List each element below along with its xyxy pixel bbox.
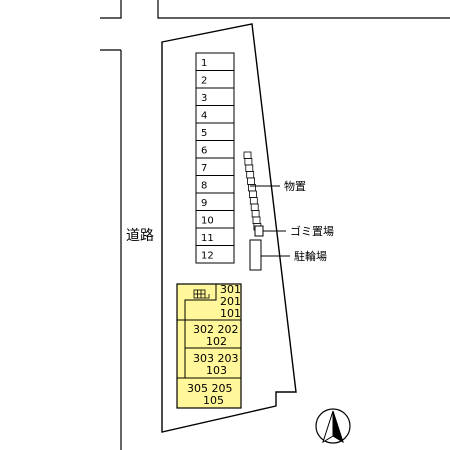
side-road xyxy=(100,49,122,450)
unit-number: 302 202 xyxy=(193,323,239,336)
parking-slot-number: 7 xyxy=(201,163,207,174)
parking-slot-number: 2 xyxy=(201,76,207,87)
parking-slot-number: 5 xyxy=(201,128,207,139)
storage-unit xyxy=(243,151,252,159)
parking-slot-number: 9 xyxy=(201,198,207,209)
storage-unit xyxy=(249,197,258,205)
parking-slot: 7 xyxy=(195,157,235,176)
storage-unit xyxy=(246,171,255,179)
parking-slot: 8 xyxy=(195,175,235,194)
storage-strip xyxy=(243,151,262,231)
unit-number: 105 xyxy=(203,394,224,407)
building-footprint xyxy=(176,283,242,409)
parking-slot-number: 1 xyxy=(201,58,207,69)
unit-number: 102 xyxy=(206,335,227,348)
top-road xyxy=(100,0,450,19)
storage-unit xyxy=(244,158,253,166)
unit-number: 305 205 xyxy=(187,382,233,395)
parking-slot: 3 xyxy=(195,87,235,106)
storage-unit xyxy=(247,177,256,185)
unit-number: 201 xyxy=(220,295,241,308)
parking-slot-number: 3 xyxy=(201,93,207,104)
parking-slot: 5 xyxy=(195,122,235,141)
building-shell-top xyxy=(177,284,217,321)
garbage-label: ゴミ置場 xyxy=(290,224,334,238)
storage-unit xyxy=(252,216,261,224)
parking-slot: 12 xyxy=(195,245,235,264)
storage-unit xyxy=(248,184,256,192)
road-label: 道路 xyxy=(126,228,154,244)
parking-slot: 10 xyxy=(195,210,235,229)
north-arrow-icon xyxy=(315,408,351,444)
parking-slot: 2 xyxy=(195,70,235,89)
parking-slot: 11 xyxy=(195,227,235,246)
parking-slot: 6 xyxy=(195,140,235,159)
parking-slot: 4 xyxy=(195,105,235,124)
storage-unit xyxy=(251,210,260,218)
storage-label: 物置 xyxy=(284,179,306,193)
bike-parking-area xyxy=(249,239,262,271)
parking-slot-number: 11 xyxy=(201,233,214,244)
parking-slot: 9 xyxy=(195,192,235,211)
parking-slot: 1 xyxy=(195,52,235,71)
stairs-icon xyxy=(193,289,210,299)
parking-slot-number: 8 xyxy=(201,181,207,192)
storage-unit xyxy=(248,190,257,198)
lot-boundary xyxy=(161,23,297,433)
unit-number: 103 xyxy=(206,364,227,377)
bike-label: 駐輪場 xyxy=(294,249,327,263)
parking-slot-box xyxy=(195,245,235,264)
parking-slot-number: 6 xyxy=(201,146,207,157)
parking-slot-number: 12 xyxy=(201,251,214,262)
parking-slot-number: 10 xyxy=(201,216,214,227)
storage-unit xyxy=(250,203,259,211)
garbage-area xyxy=(254,225,264,237)
unit-number: 303 203 xyxy=(193,352,239,365)
parking-slot-number: 4 xyxy=(201,111,207,122)
unit-number: 101 xyxy=(220,307,241,320)
unit-number: 301 xyxy=(220,283,241,296)
storage-unit xyxy=(245,164,254,172)
